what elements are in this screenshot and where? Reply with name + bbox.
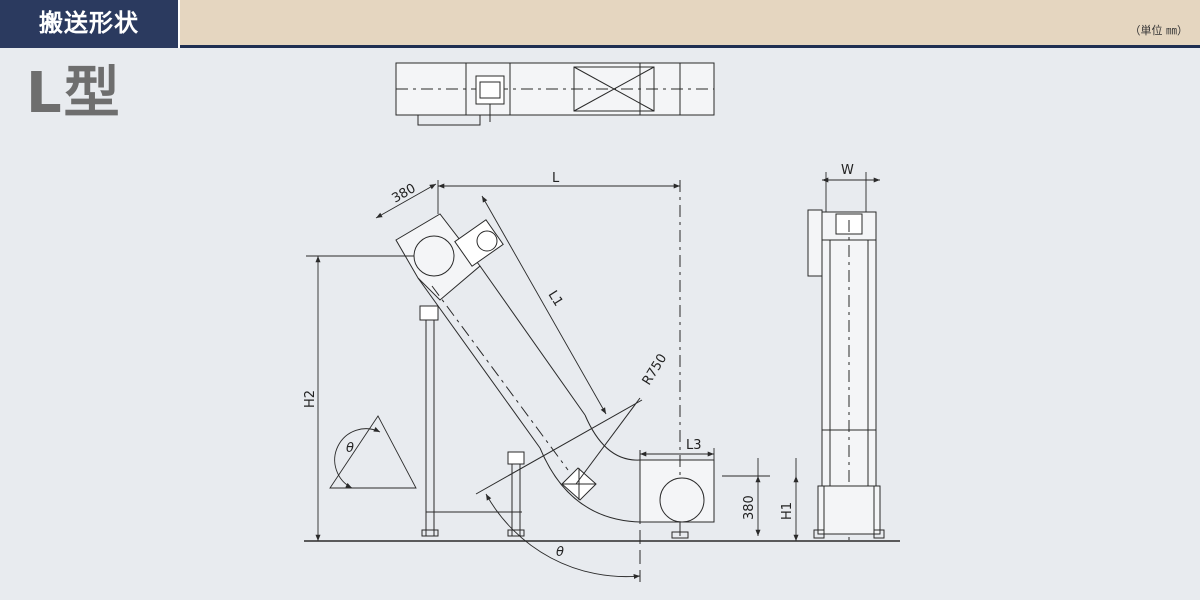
bend-tangent-line	[475, 399, 643, 495]
tail-section	[639, 459, 715, 523]
radius-leader	[575, 397, 641, 485]
top-view-motor	[475, 75, 505, 105]
angle-arc-2	[485, 493, 641, 580]
tail-sprocket	[659, 477, 705, 523]
tail-foot	[671, 531, 689, 539]
top-view	[395, 62, 715, 126]
top-view-motor-inner	[479, 81, 501, 99]
trough-upper-edge	[417, 277, 541, 449]
dim-380-top-line	[375, 183, 437, 219]
front-foot	[421, 529, 439, 537]
side-view	[304, 180, 900, 582]
end-view-base	[817, 485, 881, 535]
dimensions	[315, 172, 880, 580]
dim-380-side: 380	[742, 495, 757, 520]
top-view-hopper-diag-2	[573, 66, 655, 112]
dim-angle-1: θ	[346, 441, 354, 456]
trough-centerline	[431, 285, 569, 471]
dim-w: W	[841, 163, 854, 178]
top-view-foot	[417, 114, 481, 126]
angle-arc-1	[334, 426, 381, 489]
dim-h2: H2	[303, 390, 318, 408]
section-title: 搬送形状	[0, 0, 180, 48]
dim-angle-2: θ	[556, 545, 564, 560]
dim-l1-line	[481, 195, 607, 415]
front-leg-bracket	[419, 305, 439, 321]
bend-inner	[584, 414, 641, 461]
end-view-foot-left	[813, 529, 825, 539]
trough-lower-edge	[479, 265, 586, 416]
end-view	[807, 209, 885, 540]
dim-h1: H1	[780, 502, 795, 520]
head-box	[395, 213, 481, 301]
end-view-foot-right	[873, 529, 885, 539]
dim-l: L	[552, 171, 560, 186]
dim-l3: L3	[686, 438, 702, 453]
angle-triangle	[329, 415, 417, 489]
header-band: 搬送形状 （単位 ㎜）	[0, 0, 1200, 48]
end-view-guard	[807, 209, 823, 277]
dim-r750: R750	[640, 351, 671, 388]
top-view-hopper	[573, 66, 655, 112]
dim-380-top: 380	[390, 181, 419, 206]
unit-note: （単位 ㎜）	[1129, 24, 1189, 37]
rear-leg-bracket	[507, 451, 525, 465]
dim-l1: L1	[545, 288, 566, 309]
type-label: L型	[26, 61, 122, 126]
